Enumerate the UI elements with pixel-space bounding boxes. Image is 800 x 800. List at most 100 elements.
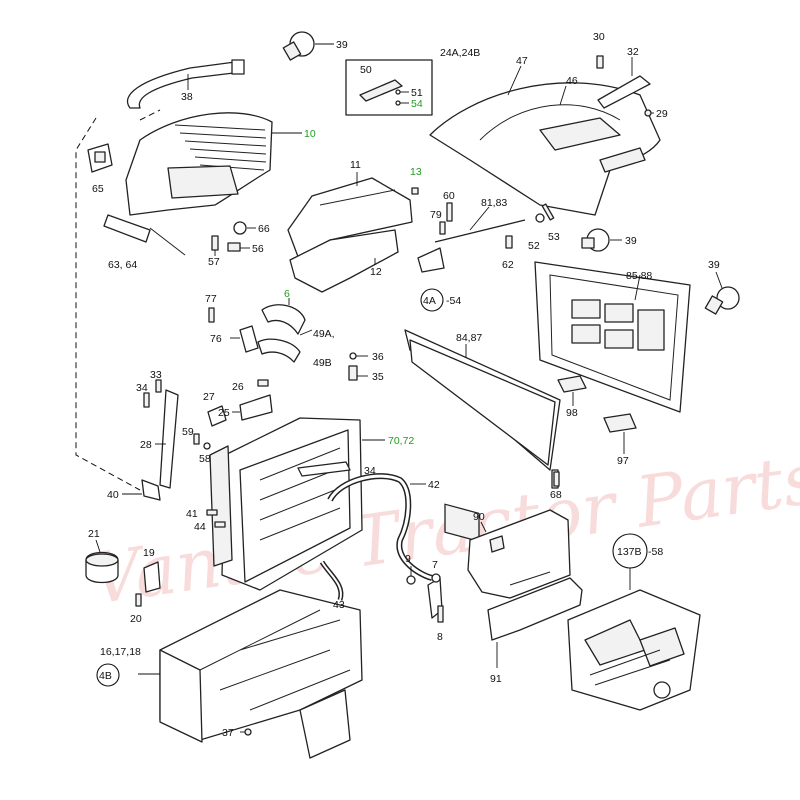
label-76: 76 (210, 333, 222, 345)
label-47: 47 (516, 55, 528, 67)
part-63-64-trim-strip (103, 214, 151, 243)
part-84-87-lower-panel (404, 329, 561, 543)
label-65: 65 (92, 183, 104, 195)
label-40: 40 (107, 489, 119, 501)
part-91-floor-plate-lower (487, 577, 583, 668)
label-81-83: 81,83 (481, 197, 507, 209)
label-46: 46 (566, 75, 578, 87)
label-10: 10 (304, 128, 316, 140)
label-11: 11 (350, 159, 361, 171)
label-39-middle: 39 (625, 235, 637, 247)
part-32-bracket (597, 57, 651, 109)
part-19-plate (143, 561, 161, 593)
label-ref-4a: 4A (423, 295, 436, 307)
part-52-nut (535, 213, 545, 223)
label-91: 91 (490, 673, 502, 685)
part-41-bolt (206, 509, 218, 516)
part-12-side-panel-lower (289, 229, 399, 293)
label-ref-137b-tail: -58 (648, 546, 663, 558)
label-70-72: 70,72 (388, 435, 414, 447)
label-79: 79 (430, 209, 442, 221)
label-27: 27 (203, 391, 215, 403)
label-12: 12 (370, 266, 382, 278)
label-44: 44 (194, 521, 206, 533)
label-13: 13 (410, 166, 422, 178)
part-28-rod (155, 389, 179, 489)
label-ref-137b: 137B (617, 546, 642, 558)
part-39-knob-middle (581, 228, 622, 252)
label-35: 35 (372, 371, 384, 383)
part-44-bolt (214, 521, 226, 528)
part-34-bolt-left (143, 392, 150, 408)
label-29: 29 (656, 108, 668, 120)
label-39-top: 39 (336, 39, 348, 51)
part-9-bolt (406, 566, 416, 585)
part-40-mount (122, 479, 161, 501)
label-32: 32 (627, 46, 639, 58)
part-6-strap (261, 298, 306, 335)
part-58-washer (203, 442, 211, 450)
part-35-spring (348, 365, 368, 381)
watermark-logo: Vantee Tractor Parts (85, 437, 800, 620)
label-ref-4b: 4B (99, 670, 112, 682)
inset-box-parts-50-51-54 (345, 59, 433, 116)
part-38-handle-bar (126, 59, 245, 109)
label-77: 77 (205, 293, 217, 305)
part-37-nut (240, 728, 252, 736)
part-29-screw (644, 109, 654, 117)
label-42: 42 (428, 479, 440, 491)
label-9: 9 (405, 553, 411, 565)
part-34-hose (297, 461, 351, 477)
label-19: 19 (143, 547, 155, 559)
label-62: 62 (502, 259, 514, 271)
part-33-bolt (155, 379, 162, 393)
label-ref-4a-tail: -54 (446, 295, 461, 307)
label-90: 90 (473, 511, 485, 523)
label-25: 25 (218, 407, 230, 419)
label-38: 38 (181, 91, 193, 103)
part-85-88-rear-panel (534, 261, 691, 413)
part-39-knob-top (282, 31, 334, 61)
label-36: 36 (372, 351, 384, 363)
label-21: 21 (88, 528, 100, 540)
part-76-clamp (230, 325, 259, 353)
label-49b: 49B (313, 357, 332, 369)
label-20: 20 (130, 613, 142, 625)
label-34-hose: 34 (364, 465, 376, 477)
part-21-bushing (85, 539, 119, 584)
part-59-screw (193, 433, 200, 445)
label-39-right: 39 (708, 259, 720, 271)
label-56: 56 (252, 243, 264, 255)
part-labels: 39 38 10 65 63, 64 66 56 57 11 13 12 24A… (88, 31, 720, 739)
part-137b-transmission-assembly (567, 568, 701, 711)
ref-circle-137b (612, 533, 648, 569)
label-51: 51 (411, 87, 423, 99)
label-85-88: 85,88 (626, 270, 652, 282)
label-63-64: 63, 64 (108, 259, 137, 271)
label-26: 26 (232, 381, 244, 393)
part-57-screw (211, 235, 219, 256)
label-58: 58 (199, 453, 211, 465)
part-90-floor-plate (467, 509, 571, 599)
label-53: 53 (548, 231, 560, 243)
part-39-knob-right (704, 271, 740, 315)
label-16-17-18: 16,17,18 (100, 646, 141, 658)
label-6: 6 (284, 288, 290, 300)
label-97: 97 (617, 455, 629, 467)
part-8-screw (437, 605, 444, 623)
label-49a: 49A, (313, 328, 335, 340)
label-60: 60 (443, 190, 455, 202)
label-37: 37 (222, 727, 234, 739)
part-68-pin (553, 471, 560, 487)
label-33: 33 (150, 369, 162, 381)
label-28: 28 (140, 439, 152, 451)
chassis-frame (138, 589, 363, 759)
part-43-hose (319, 560, 344, 601)
part-30-bolt (596, 55, 604, 69)
part-77-bolt (208, 307, 215, 323)
label-68: 68 (550, 489, 562, 501)
part-65-bracket (87, 143, 113, 173)
part-27-bracket (207, 405, 227, 427)
